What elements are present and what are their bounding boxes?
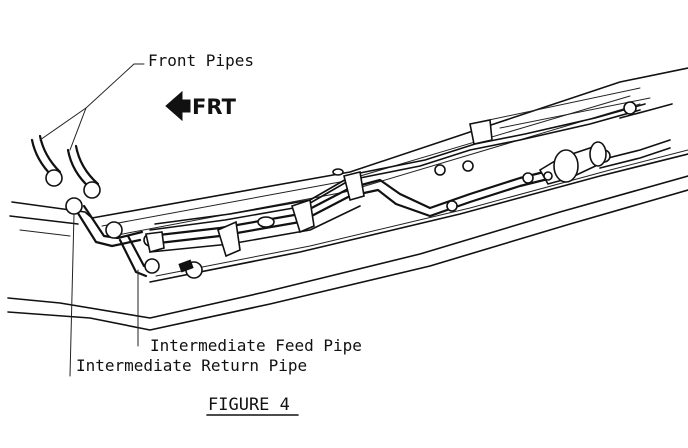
- leader-lines: [39, 63, 145, 377]
- intermediate-pipes: [74, 103, 673, 278]
- intermediate-return-pipe-label: Intermediate Return Pipe: [76, 356, 307, 375]
- front-direction-indicator: FRT: [165, 90, 237, 122]
- direction-label: FRT: [192, 95, 237, 119]
- vehicle-frame: [7, 67, 688, 331]
- intermediate-feed-pipe-label: Intermediate Feed Pipe: [150, 336, 362, 355]
- fuel-filter: [538, 141, 607, 185]
- front-pipes: [30, 134, 100, 190]
- figure-caption: FIGURE 4: [208, 395, 290, 415]
- pipe-clips: [145, 119, 493, 258]
- left-arrow-icon: [165, 90, 191, 122]
- front-pipes-label: Front Pipes: [148, 51, 254, 70]
